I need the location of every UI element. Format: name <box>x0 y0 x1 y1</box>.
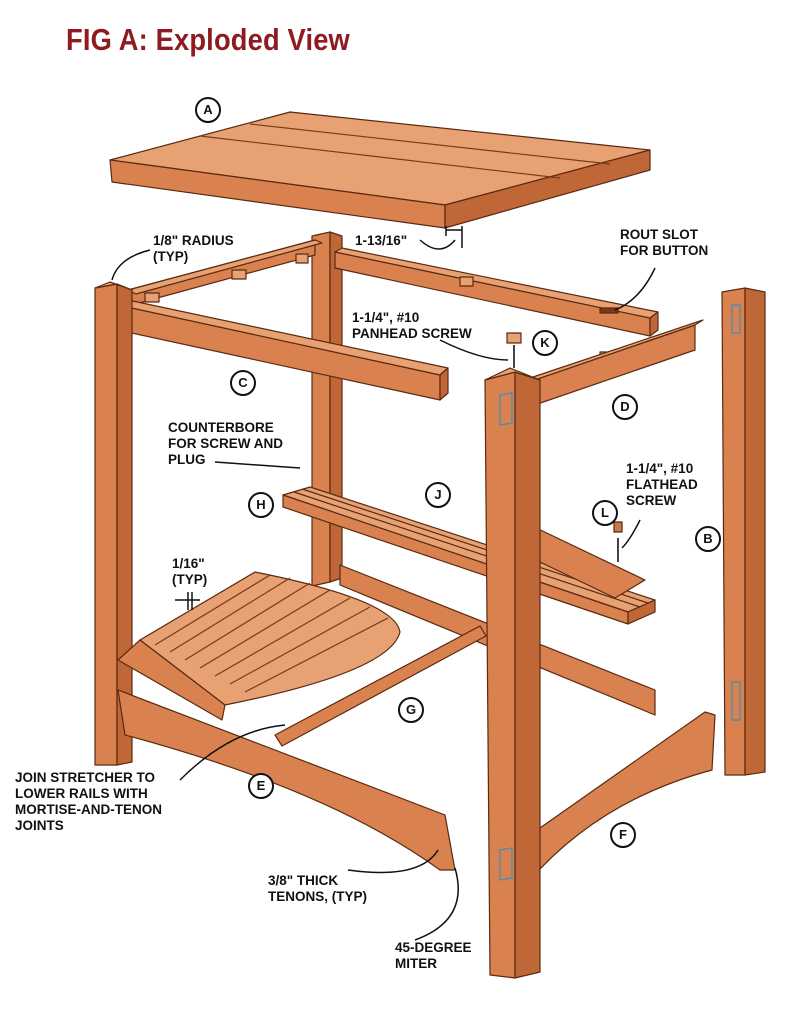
callout-counterbore: COUNTERBORE FOR SCREW AND PLUG <box>168 420 283 467</box>
flathead-screw-l <box>613 521 623 562</box>
part-label-g: G <box>398 697 424 723</box>
callout-miter: 45-DEGREE MITER <box>395 940 472 971</box>
part-label-h: H <box>248 492 274 518</box>
part-label-e: E <box>248 773 274 799</box>
part-label-f: F <box>610 822 636 848</box>
leg-b <box>721 287 766 776</box>
leader-lines <box>111 226 656 941</box>
stretcher-g <box>274 625 487 747</box>
callout-join-stretcher: JOIN STRETCHER TO LOWER RAILS WITH MORTI… <box>15 770 162 833</box>
front-right-leg <box>484 367 541 979</box>
callout-rout-slot: ROUT SLOT FOR BUTTON <box>620 227 709 258</box>
figure-title: FIG A: Exploded View <box>66 22 350 57</box>
part-label-l: L <box>592 500 618 526</box>
part-label-c: C <box>230 370 256 396</box>
part-label-k: K <box>532 330 558 356</box>
callout-radius: 1/8" RADIUS (TYP) <box>153 233 234 264</box>
lower-slatted-shelf <box>117 571 401 721</box>
callout-tenons: 3/8" THICK TENONS, (TYP) <box>268 873 368 904</box>
tabletop-a <box>109 111 651 229</box>
panhead-screw-k <box>506 332 522 368</box>
part-label-d: D <box>612 394 638 420</box>
part-label-j: J <box>425 482 451 508</box>
stretcher-e <box>117 689 456 871</box>
stretcher-f <box>529 711 716 881</box>
callout-top-offset: 1-13/16" <box>355 233 408 248</box>
callout-flathead-screw: 1-1/4", #10 FLATHEAD SCREW <box>626 461 698 508</box>
part-label-b: B <box>695 526 721 552</box>
back-right-rail <box>334 247 659 337</box>
callout-gap: 1/16" (TYP) <box>172 556 208 587</box>
back-left-leg <box>311 231 343 587</box>
part-label-a: A <box>195 97 221 123</box>
front-left-leg <box>94 281 133 766</box>
callout-panhead-screw: 1-1/4", #10 PANHEAD SCREW <box>352 310 472 341</box>
